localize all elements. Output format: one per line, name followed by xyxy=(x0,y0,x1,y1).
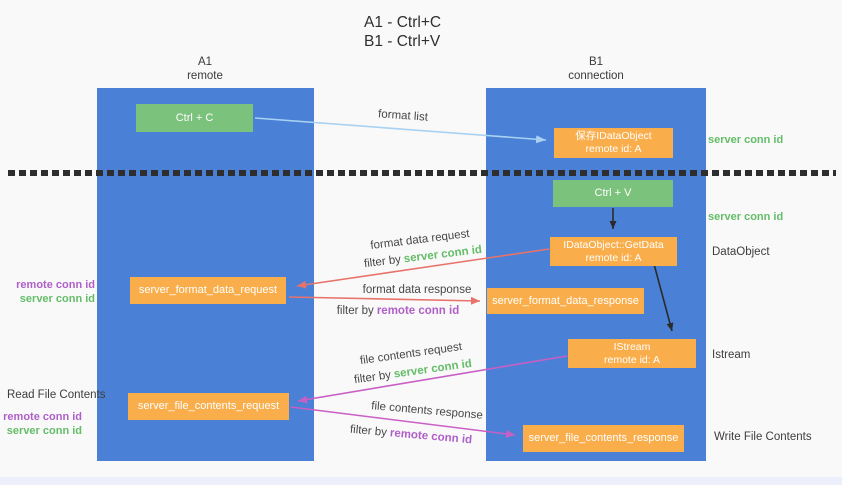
ctrl-c-label: Ctrl + C xyxy=(175,111,214,124)
arrow-format-data-response xyxy=(288,296,481,305)
save-idataobject-line1: 保存IDataObject xyxy=(575,130,652,142)
istream-line1: IStream xyxy=(613,340,651,353)
lane-b1-role: connection xyxy=(568,70,624,82)
title-line-1: A1 - Ctrl+C xyxy=(364,14,442,31)
remote-conn-id-left-1: remote conn id xyxy=(16,279,95,291)
remote-conn-id-left-2: remote conn id xyxy=(3,411,82,423)
node-server-file-contents-response: server_file_contents_response xyxy=(523,425,684,452)
node-server-format-data-response: server_format_data_response xyxy=(487,288,644,314)
server-conn-id-left-1: server conn id xyxy=(19,293,95,305)
lane-header-b1: B1 connection xyxy=(541,55,651,83)
server-format-data-request-label: server_format_data_request xyxy=(138,284,278,296)
conn-id-block-2: remote conn id server conn id xyxy=(0,410,82,438)
server-conn-id-left-2: server conn id xyxy=(6,425,82,437)
istream-side-label: Istream xyxy=(712,349,751,361)
node-save-idataobject: 保存IDataObject remote id: A xyxy=(554,128,673,158)
remote-conn-id-text-2: remote conn id xyxy=(389,427,473,447)
istream-line2: remote id: A xyxy=(603,353,661,366)
conn-id-block-1: remote conn id server conn id xyxy=(10,278,95,306)
server-file-contents-request-label: server_file_contents_request xyxy=(137,400,280,412)
write-file-contents-label: Write File Contents xyxy=(714,431,812,443)
read-file-contents-label: Read File Contents xyxy=(7,389,106,401)
format-list-label: format list xyxy=(377,108,429,124)
server-format-data-response-label: server_format_data_response xyxy=(492,294,639,307)
remote-conn-id-text-1: remote conn id xyxy=(376,305,460,317)
save-idataobject-line2: remote id: A xyxy=(585,143,642,155)
node-istream: IStream remote id: A xyxy=(568,339,696,368)
title-line-2: B1 - Ctrl+V xyxy=(364,33,441,50)
node-ctrl-c: Ctrl + C xyxy=(136,104,253,132)
node-server-format-data-request: server_format_data_request xyxy=(130,277,286,304)
getdata-line2: remote id: A xyxy=(585,251,642,264)
server-conn-id-text-2: server conn id xyxy=(393,357,473,381)
dataobject-label: DataObject xyxy=(712,246,770,258)
format-data-response-label: format data response xyxy=(362,284,472,296)
filter-by-text-1: filter by xyxy=(363,253,402,271)
server-conn-id-text-1: server conn id xyxy=(403,243,483,266)
filter-by-text-2: filter by xyxy=(336,305,374,317)
node-idataobject-getdata: IDataObject::GetData remote id: A xyxy=(550,237,677,266)
lane-a1-role: remote xyxy=(187,70,223,82)
diagram-title: A1 - Ctrl+C B1 - Ctrl+V xyxy=(364,13,441,51)
server-file-contents-response-label: server_file_contents_response xyxy=(528,432,679,444)
bottom-strip xyxy=(0,477,842,485)
node-ctrl-v: Ctrl + V xyxy=(553,180,673,207)
ctrl-v-label: Ctrl + V xyxy=(594,187,632,199)
filter-by-text-3: filter by xyxy=(353,369,392,387)
node-server-file-contents-request: server_file_contents_request xyxy=(128,393,289,420)
filter-by-text-4: filter by xyxy=(349,423,388,439)
file-contents-response-label: file contents response xyxy=(370,400,484,422)
getdata-line1: IDataObject::GetData xyxy=(563,238,664,251)
server-conn-id-right-mid: server conn id xyxy=(708,211,784,223)
phase-divider-dotted-line xyxy=(8,170,836,176)
lane-b1-name: B1 xyxy=(588,56,604,68)
lane-a1-name: A1 xyxy=(197,56,213,68)
lane-header-a1: A1 remote xyxy=(150,55,260,83)
server-conn-id-right-top: server conn id xyxy=(708,134,784,146)
